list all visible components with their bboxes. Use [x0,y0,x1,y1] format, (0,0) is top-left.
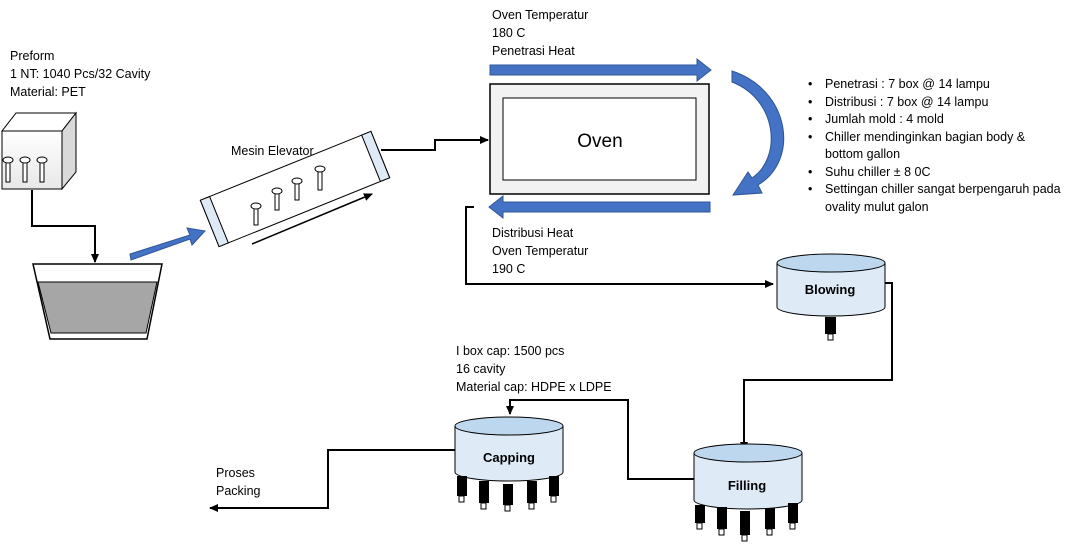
capping-head-icon [479,481,489,510]
oven-top-info: Oven Temperatur 180 C Penetrasi Heat [492,6,588,60]
preform-box [0,111,78,191]
process-notes-list: Penetrasi : 7 box @ 14 lampu Distribusi … [808,76,1065,216]
note-item: Distribusi : 7 box @ 14 lampu [808,94,1065,112]
note-item: Jumlah mold : 4 mold [808,111,1065,129]
preform-bottle-icon [2,156,14,183]
preform-line1: 1 NT: 1040 Pcs/32 Cavity [10,67,151,81]
oven-top-temp-label: Oven Temperatur [492,8,589,22]
elevator-direction-arrow [251,193,373,245]
oven-bottom-temp-label: Oven Temperatur [492,244,589,258]
arrow-hopper-to-elevator [129,227,206,261]
note-item: Settingan chiller sangat berpengaruh pad… [808,181,1065,216]
connector-capping-packing [209,449,455,512]
blowing-machine [776,253,886,341]
oven-box [489,83,710,195]
filling-nozzle-icon [717,507,727,536]
preform-info: Preform 1 NT: 1040 Pcs/32 Cavity Materia… [10,47,150,101]
packing-label: Proses Packing [216,464,260,500]
preform-line2: Material: PET [10,85,86,99]
connector-elevator-oven [381,136,489,151]
curved-return-arrow [731,70,785,196]
cap-info-line2: 16 cavity [456,362,506,376]
capping-label: Capping [483,450,535,465]
filling-nozzle-icon [695,505,705,530]
connector-filling-capping [506,399,694,480]
note-item: Chiller mendinginkan bagian body & botto… [808,129,1065,164]
cap-info-line3: Material cap: HDPE x LDPE [456,380,612,394]
oven-top-temp-value: 180 C [492,26,526,40]
filling-machine [693,443,803,510]
connector-oven-blowing [465,206,774,288]
oven-top-flow-label: Penetrasi Heat [492,44,575,58]
capping-head-icon [549,476,559,503]
arrow-penetrasi-heat [489,57,712,83]
filling-nozzle-icon [765,508,775,536]
connector-preform-hopper [31,190,99,263]
elevator-preform-icon [314,165,326,191]
blowing-label: Blowing [805,282,856,297]
connector-blowing-filling [740,282,893,451]
elevator-label: Mesin Elevator [231,144,314,158]
note-item: Penetrasi : 7 box @ 14 lampu [808,76,1065,94]
oven-bottom-flow-label: Distribusi Heat [492,226,574,240]
oven-bottom-temp-value: 190 C [492,262,526,276]
filling-nozzle-icon [788,503,798,530]
elevator-preform-icon [250,202,262,226]
oven-bottom-info: Distribusi Heat Oven Temperatur 190 C [492,224,588,278]
filling-label: Filling [728,478,766,493]
arrow-distribusi-heat [488,194,711,220]
cap-info: I box cap: 1500 pcs 16 cavity Material c… [456,342,612,396]
capping-machine [454,416,564,482]
cap-info-line1: I box cap: 1500 pcs [456,344,565,358]
packing-label-line2: Packing [216,484,261,498]
capping-head-icon [527,481,537,510]
capping-head-icon [457,476,467,503]
preform-bottle-icon [36,156,48,183]
elevator-preform-icon [291,177,303,201]
oven-label: Oven [577,131,622,152]
preform-title: Preform [10,49,55,63]
note-item: Suhu chiller ± 8 0C [808,164,1065,182]
elevator-preform-icon [271,187,283,211]
preform-bottle-icon [19,156,31,183]
packing-label-line1: Proses [216,466,255,480]
hopper [32,263,163,340]
capping-head-icon [503,484,513,512]
filling-nozzle-icon [740,511,750,542]
